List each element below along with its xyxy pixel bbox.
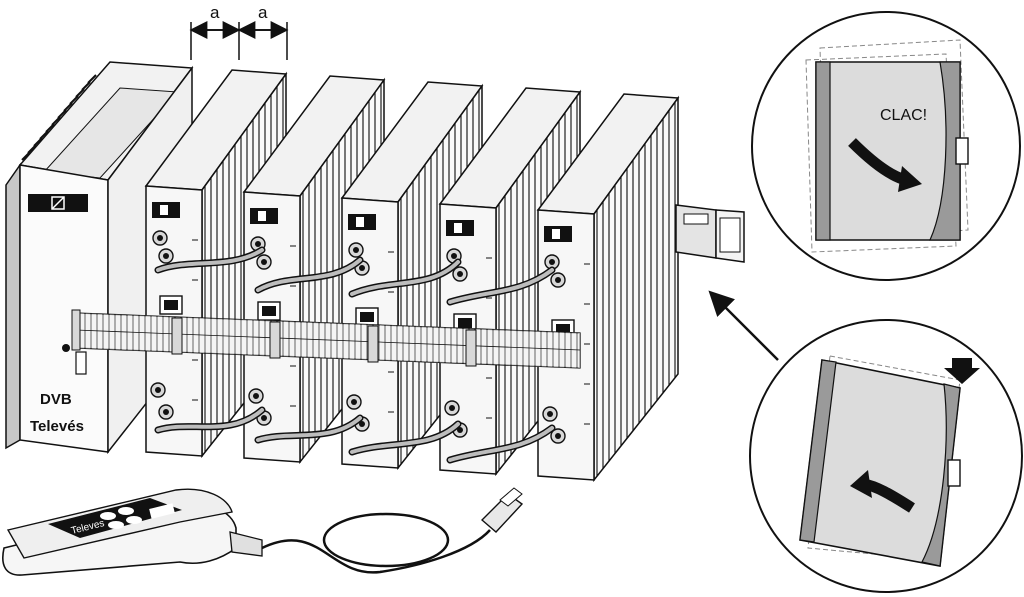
- dimension-markers: a a: [189, 3, 289, 60]
- ribbon-bus-cable: [71, 309, 581, 369]
- module-rack: [144, 69, 680, 483]
- ventilation-slots: [21, 74, 97, 161]
- dimension-label-right: a: [258, 3, 268, 22]
- headend-standard-text: DVB: [40, 391, 72, 408]
- coax-jumpers-inner: [156, 248, 554, 462]
- amplifier-module: [536, 93, 680, 483]
- detail-circle-bottom: [749, 319, 1023, 593]
- din-rail-clip: [675, 204, 745, 263]
- headend-brand-text: Televés: [30, 418, 84, 435]
- detail-circle-top: CLAC!: [751, 11, 1021, 281]
- clac-text: CLAC!: [880, 107, 927, 124]
- pointer-arrow: [708, 290, 779, 361]
- handheld-programmer: Televes: [2, 487, 524, 576]
- dimension-label-left: a: [210, 3, 220, 22]
